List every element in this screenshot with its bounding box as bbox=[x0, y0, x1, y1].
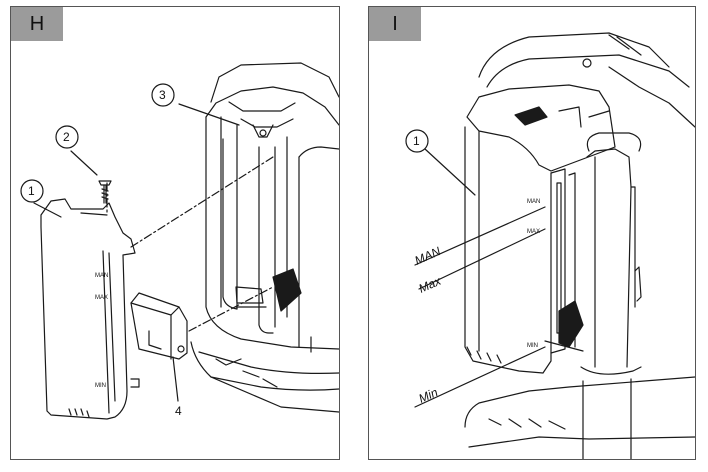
cover-mark-min: MIN bbox=[95, 383, 106, 389]
panel-h: H bbox=[10, 6, 340, 460]
label-max: Max bbox=[417, 273, 444, 295]
callout-circle-1 bbox=[405, 129, 429, 153]
part-4-block bbox=[130, 292, 188, 360]
assembly-lines bbox=[106, 156, 274, 332]
panel-h-illustration: 2 1 3 4 MAN MAX MIN bbox=[20, 62, 339, 420]
callout-circles bbox=[20, 83, 175, 203]
pump-body bbox=[464, 32, 695, 448]
callout-leaders bbox=[33, 103, 240, 402]
callout-1: 1 bbox=[413, 134, 420, 148]
label-min: Min bbox=[417, 385, 441, 406]
cover-part bbox=[464, 84, 616, 374]
callout-leader-1 bbox=[424, 148, 476, 196]
outlet-pipe bbox=[580, 132, 642, 459]
cover-part bbox=[40, 198, 140, 420]
window-mark-man: MAN bbox=[527, 199, 540, 205]
callout-3: 3 bbox=[159, 88, 166, 102]
panel-i: I bbox=[368, 6, 696, 460]
window-mark-min: MIN bbox=[527, 343, 538, 349]
screw bbox=[98, 180, 112, 204]
panel-i-illustration: 1 MAN MAX MIN MAN Max Min bbox=[405, 32, 695, 459]
pump-handle bbox=[228, 101, 296, 138]
cover-mark-max: MAX bbox=[95, 295, 108, 301]
cover-mark-man: MAN bbox=[95, 273, 108, 279]
label-man: MAN bbox=[413, 244, 443, 268]
pump-latch bbox=[544, 300, 584, 352]
callout-4: 4 bbox=[175, 404, 182, 418]
pump-body bbox=[190, 62, 339, 413]
callout-2: 2 bbox=[63, 130, 70, 144]
panel-h-tag: H bbox=[11, 7, 63, 41]
level-leaders bbox=[414, 206, 546, 408]
panel-i-tag: I bbox=[369, 7, 421, 41]
callout-1: 1 bbox=[28, 184, 35, 198]
window-mark-max: MAX bbox=[527, 229, 540, 235]
